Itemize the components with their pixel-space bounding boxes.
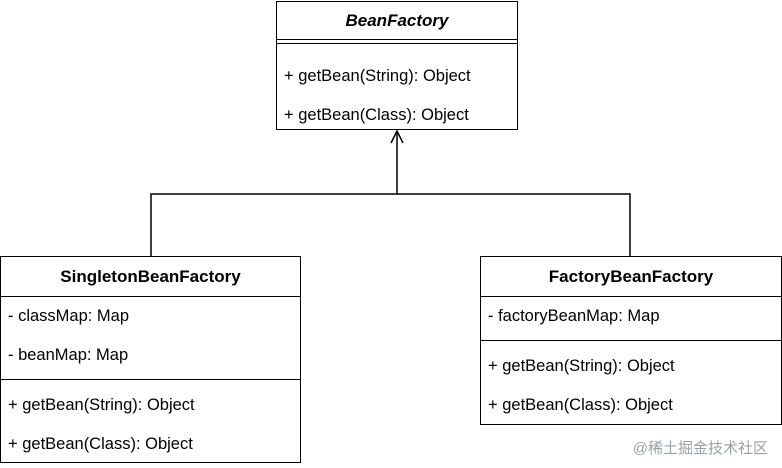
method-row: + getBean(String): Object [8, 396, 195, 414]
factory-inheritance-line [397, 193, 631, 256]
watermark-text: @稀土掘金技术社区 [632, 440, 768, 457]
methods-section: + getBean(String): Object + getBean(Clas… [481, 341, 781, 425]
method-row: + getBean(Class): Object [284, 106, 469, 124]
method-row: + getBean(Class): Object [8, 435, 193, 453]
attribute-row: - factoryBeanMap: Map [488, 307, 660, 325]
attribute-row: - beanMap: Map [8, 346, 129, 364]
class-factory-bean-factory[interactable]: FactoryBeanFactory - factoryBeanMap: Map… [480, 256, 782, 425]
method-row: + getBean(String): Object [488, 357, 675, 375]
methods-section: + getBean(String): Object + getBean(Clas… [277, 44, 517, 135]
method-row: + getBean(String): Object [284, 67, 471, 85]
class-name: SingletonBeanFactory [1, 257, 300, 297]
class-name: BeanFactory [345, 10, 449, 30]
method-row: + getBean(Class): Object [488, 396, 673, 414]
singleton-inheritance-line [150, 133, 398, 256]
empty-attributes-divider [277, 39, 517, 44]
methods-section: + getBean(String): Object + getBean(Clas… [1, 380, 300, 464]
attributes-section: - classMap: Map - beanMap: Map [1, 297, 300, 380]
attribute-row: - classMap: Map [8, 307, 130, 325]
class-singleton-bean-factory[interactable]: SingletonBeanFactory - classMap: Map - b… [0, 256, 301, 463]
attributes-section: - factoryBeanMap: Map [481, 297, 781, 341]
class-name: FactoryBeanFactory [481, 257, 781, 297]
class-bean-factory[interactable]: BeanFactory + getBean(String): Object + … [276, 1, 518, 130]
